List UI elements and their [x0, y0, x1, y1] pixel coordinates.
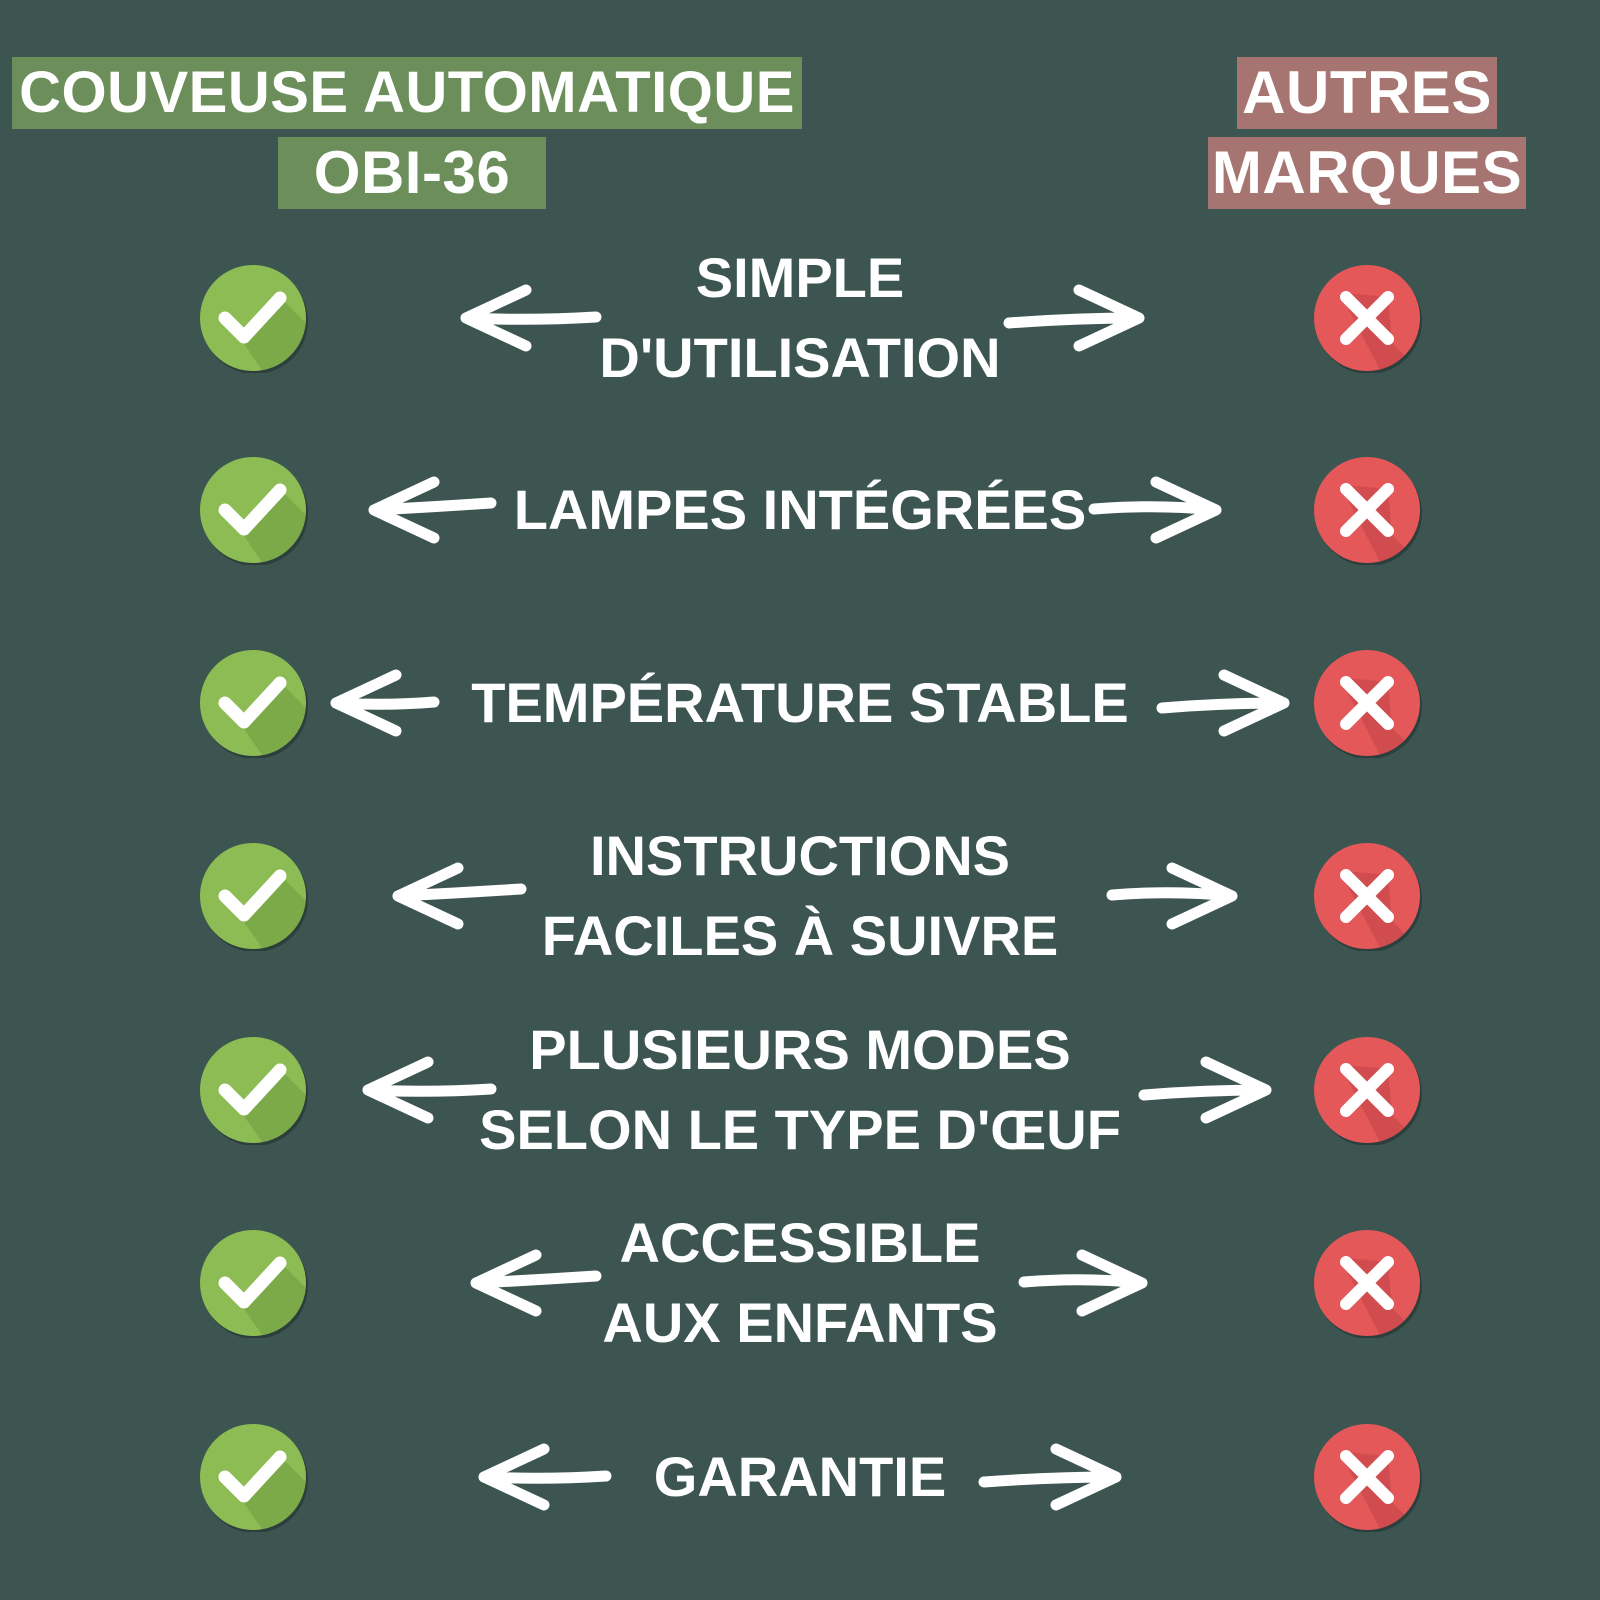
cross-icon [1314, 457, 1422, 565]
cross-icon [1314, 1037, 1422, 1145]
check-icon [200, 1424, 308, 1532]
check-icon [200, 843, 308, 951]
arrow-right-icon [1138, 1056, 1272, 1124]
arrow-right-icon [1018, 1249, 1148, 1317]
cross-icon [1314, 650, 1422, 758]
feature-label: LAMPES INTÉGRÉES [440, 470, 1160, 550]
check-icon [200, 457, 308, 565]
feature-label-line: TEMPÉRATURE STABLE [471, 671, 1129, 734]
feature-label-line: FACILES À SUIVRE [541, 904, 1059, 967]
arrow-right-icon [1156, 669, 1290, 737]
cross-icon [1314, 265, 1422, 373]
cross-icon [1314, 1424, 1422, 1532]
feature-label: PLUSIEURS MODES SELON LE TYPE D'ŒUF [440, 1010, 1160, 1170]
check-icon [200, 1230, 308, 1338]
arrow-left-icon [392, 862, 527, 930]
arrow-left-icon [330, 669, 440, 737]
feature-label-line: LAMPES INTÉGRÉES [513, 478, 1087, 541]
feature-label: ACCESSIBLE AUX ENFANTS [440, 1203, 1160, 1363]
feature-label: INSTRUCTIONS FACILES À SUIVRE [440, 816, 1160, 976]
arrow-right-icon [1106, 862, 1238, 930]
left-header-model: OBI-36 [278, 137, 546, 209]
feature-label: SIMPLE D'UTILISATION [440, 238, 1160, 398]
left-header-title: COUVEUSE AUTOMATIQUE [12, 57, 802, 129]
arrow-left-icon [368, 476, 497, 544]
feature-label-line: AUX ENFANTS [602, 1291, 998, 1354]
feature-label-line: SELON LE TYPE D'ŒUF [479, 1098, 1121, 1161]
feature-label-line: INSTRUCTIONS [590, 824, 1010, 887]
feature-label-line: GARANTIE [653, 1445, 947, 1508]
arrow-right-icon [978, 1443, 1122, 1511]
arrow-left-icon [362, 1056, 497, 1124]
cross-icon [1314, 843, 1422, 951]
feature-label-line: D'UTILISATION [599, 326, 1001, 389]
feature-label-line: ACCESSIBLE [619, 1211, 981, 1274]
right-header-line1: AUTRES [1237, 57, 1497, 129]
arrow-left-icon [460, 284, 602, 352]
feature-label-line: PLUSIEURS MODES [529, 1018, 1071, 1081]
feature-label-line: SIMPLE [695, 246, 905, 309]
check-icon [200, 1037, 308, 1145]
arrow-left-icon [478, 1443, 612, 1511]
arrow-right-icon [1088, 476, 1222, 544]
arrow-right-icon [1003, 284, 1145, 352]
feature-label: TEMPÉRATURE STABLE [440, 663, 1160, 743]
arrow-left-icon [470, 1249, 602, 1317]
feature-label: GARANTIE [440, 1437, 1160, 1517]
cross-icon [1314, 1230, 1422, 1338]
check-icon [200, 650, 308, 758]
right-header-line2: MARQUES [1208, 137, 1526, 209]
check-icon [200, 265, 308, 373]
